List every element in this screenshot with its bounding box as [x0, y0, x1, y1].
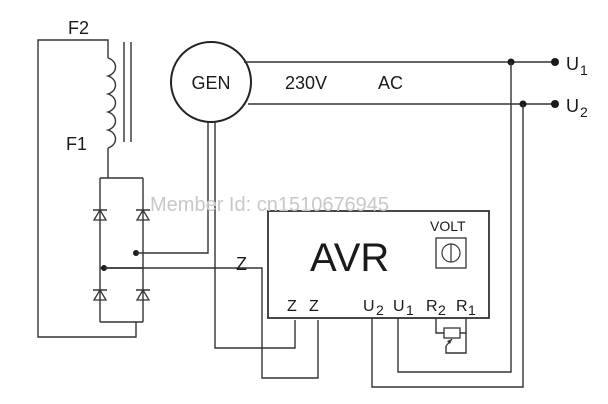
wire-sense-u1 [397, 62, 512, 373]
label-f2: F2 [68, 18, 89, 38]
u1-subscript: 1 [580, 62, 588, 78]
svg-text:1: 1 [406, 302, 414, 318]
diode-icon [135, 208, 151, 221]
wire-z-inner [214, 122, 296, 349]
svg-text:R: R [456, 298, 468, 315]
wire-sense-u2 [371, 104, 524, 388]
terminal-u1: U 1 [393, 298, 414, 318]
inductor-coil-icon [105, 57, 117, 149]
terminal-z1: Z [287, 298, 297, 315]
u1-letter: U [566, 54, 579, 74]
svg-text:2: 2 [376, 302, 384, 318]
voltage-label: 230V [285, 73, 327, 93]
terminal-dot-icon [551, 58, 559, 66]
diode-icon [135, 288, 151, 301]
u2-subscript: 2 [580, 104, 588, 120]
wire-bridge-to-z [104, 267, 319, 379]
avr-module: AVR VOLT Z Z U 2 U 1 R 2 R 1 [267, 210, 490, 319]
avr-box [267, 210, 490, 319]
wire-z-outer [136, 122, 209, 254]
terminal-u2: U 2 [363, 298, 384, 318]
volt-label: VOLT [430, 218, 466, 234]
u2-letter: U [566, 96, 579, 116]
potentiometer-knob-icon [441, 243, 461, 263]
svg-text:R: R [426, 298, 438, 315]
volt-adjust-box [435, 237, 467, 269]
svg-text:U: U [363, 298, 375, 315]
avr-title: AVR [310, 236, 389, 280]
generator-circle-icon [170, 41, 252, 123]
diode-icon [92, 288, 108, 301]
svg-text:1: 1 [468, 302, 476, 318]
output-terminal-u1: U 1 [566, 54, 588, 78]
generator-label: GEN [191, 73, 230, 93]
generator: GEN [170, 41, 252, 123]
terminal-r2: R 2 [426, 298, 446, 318]
exciter-field-coil: F2 F1 [37, 18, 137, 338]
diode-icon [92, 208, 108, 221]
terminal-dot-icon [551, 100, 559, 108]
output-terminal-u2: U 2 [566, 96, 588, 120]
svg-text:U: U [393, 298, 405, 315]
ac-label: AC [378, 73, 403, 93]
svg-text:2: 2 [438, 302, 446, 318]
variable-resistor-icon [435, 318, 467, 354]
watermark: Member Id: cn1510676945 [150, 194, 389, 216]
label-f1: F1 [66, 134, 87, 154]
terminal-z2: Z [309, 298, 319, 315]
terminal-r1: R 1 [456, 298, 476, 318]
rectifier-bridge [92, 177, 151, 323]
z-wire-label: Z [236, 254, 247, 274]
wire-f2-to-left-bus [37, 39, 137, 338]
